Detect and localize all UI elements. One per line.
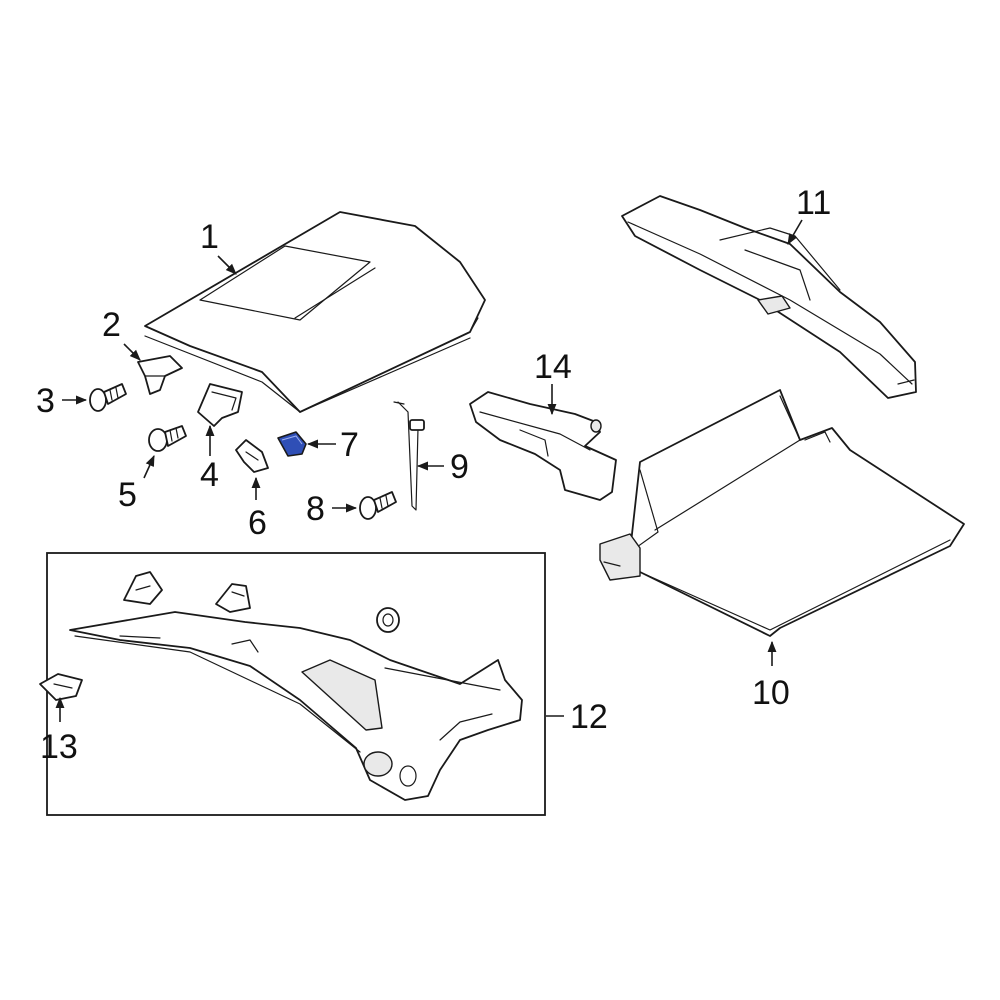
part-1-trunk-lid[interactable] <box>144 211 486 413</box>
part-14-latch-bracket[interactable] <box>469 391 617 501</box>
callout-11: 11 <box>796 184 831 222</box>
callout-14: 14 <box>534 348 572 386</box>
leader-lines <box>55 219 803 722</box>
part-5-bolt[interactable] <box>148 425 187 452</box>
callout-9: 9 <box>450 448 469 486</box>
callout-labels: 1 2 3 4 5 6 7 8 9 10 11 12 13 14 <box>36 184 831 766</box>
part-2-hinge-bracket[interactable] <box>137 355 183 395</box>
callout-6: 6 <box>248 504 267 542</box>
part-12-side-trim[interactable] <box>69 611 523 801</box>
part-12-clip-a[interactable] <box>123 571 163 605</box>
part-4-clip[interactable] <box>197 383 243 427</box>
part-10-load-panel[interactable] <box>599 389 965 637</box>
part-11-trim-panel[interactable] <box>621 195 917 399</box>
callout-2: 2 <box>102 306 121 344</box>
callout-8: 8 <box>306 490 325 528</box>
leader-5 <box>143 454 155 479</box>
part-7-clip-highlighted[interactable] <box>277 431 307 457</box>
part-12-clip-b[interactable] <box>215 583 251 613</box>
callout-4: 4 <box>200 456 219 494</box>
leader-2 <box>123 343 141 361</box>
callout-10: 10 <box>752 674 790 712</box>
callout-7: 7 <box>340 426 359 464</box>
leader-1 <box>217 255 237 275</box>
callout-13: 13 <box>40 728 78 766</box>
part-3-bolt[interactable] <box>89 383 127 412</box>
leader-11 <box>787 219 803 245</box>
part-6-retainer[interactable] <box>235 439 269 473</box>
callout-5: 5 <box>118 476 137 514</box>
part-13-clip[interactable] <box>39 673 83 701</box>
callout-1: 1 <box>200 218 219 256</box>
callout-12: 12 <box>570 698 608 736</box>
part-12-nut[interactable] <box>376 607 400 633</box>
part-9-strap[interactable] <box>393 401 425 511</box>
part-8-bolt[interactable] <box>359 491 397 520</box>
callout-3: 3 <box>36 382 55 420</box>
